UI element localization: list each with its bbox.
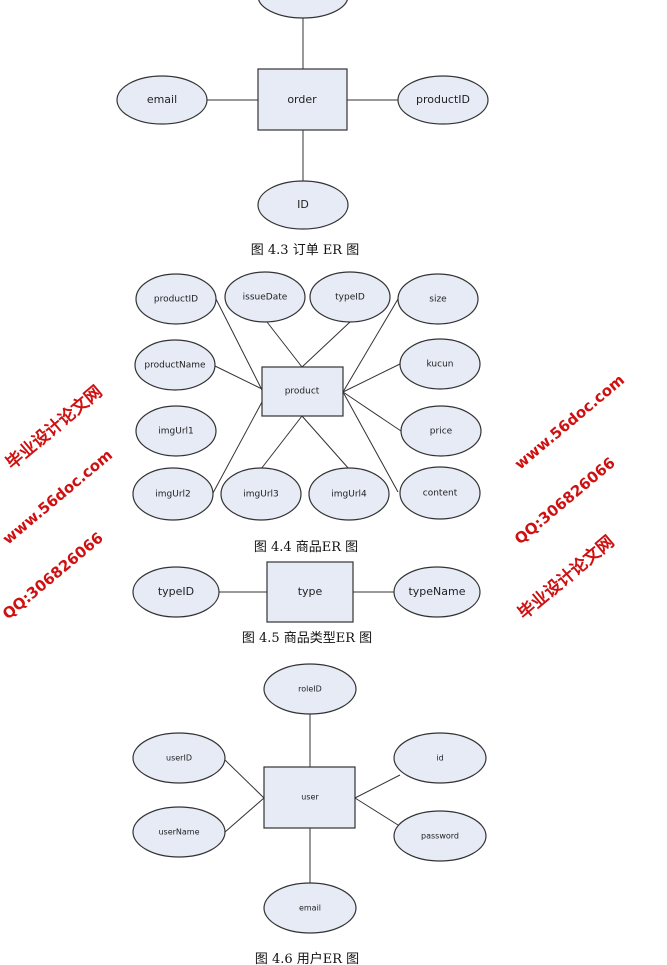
order-er-diagram: order email productID ID 图 4.3 订单 ER 图: [116, 0, 489, 258]
attribute-ellipse: [393, 566, 481, 618]
attribute-label: userName: [158, 828, 199, 837]
attribute-ellipse: [132, 806, 226, 858]
attribute-label: imgUrl3: [243, 490, 279, 500]
attribute-ellipse: [309, 271, 391, 323]
watermark-name: 毕业设计论文网: [514, 531, 619, 624]
attribute-ellipse: [132, 566, 220, 618]
watermark-left: 毕业设计论文网 www.56doc.com QQ:306826066: [0, 381, 116, 623]
type-er-diagram: type typeID typeName 图 4.5 商品类型ER 图: [132, 561, 481, 646]
caption: 图 4.5 商品类型ER 图: [242, 631, 372, 646]
entity-label: type: [298, 585, 323, 598]
attribute-label: id: [436, 754, 443, 763]
attribute-label: imgUrl4: [331, 490, 367, 500]
entity-label: product: [285, 387, 320, 397]
attribute-ellipse: [135, 405, 217, 457]
attribute-ellipse: [132, 732, 226, 784]
attribute-label: email: [299, 904, 321, 913]
attribute-ellipse: [397, 273, 479, 325]
entity-user: [263, 766, 356, 829]
entity-type: [266, 561, 354, 623]
attribute-label: roleID: [298, 685, 322, 694]
attribute-label: imgUrl2: [155, 490, 191, 500]
watermark-right: www.56doc.com QQ:306826066 毕业设计论文网: [511, 371, 628, 624]
attribute-label: size: [429, 295, 447, 305]
attribute-productID: [397, 75, 489, 125]
attribute-label: password: [421, 832, 459, 841]
attribute-label: userID: [166, 754, 192, 763]
attribute-ellipse: [399, 466, 481, 520]
attribute-ellipse: [134, 339, 216, 391]
product-er-diagram: product productID issueDate typeID size …: [132, 271, 482, 555]
attribute-ellipse: [399, 338, 481, 390]
attribute-label: productName: [144, 361, 206, 371]
attribute-ellipse: [220, 467, 302, 521]
attribute-ellipse: [393, 732, 487, 784]
attribute-ellipse: [132, 467, 214, 521]
attribute-email: [116, 75, 208, 125]
attribute-label: imgUrl1: [158, 427, 194, 437]
attribute-label: ID: [297, 198, 309, 211]
attribute-label: productID: [416, 93, 470, 106]
attribute-label: email: [147, 93, 177, 106]
attribute-label: content: [423, 489, 458, 499]
attribute-label: typeName: [408, 585, 465, 598]
caption: 图 4.6 用户ER 图: [255, 951, 359, 965]
attribute-ellipse: [263, 882, 357, 934]
entity-label: user: [301, 793, 319, 802]
entity-order: [257, 68, 348, 131]
attribute-ellipse: [308, 467, 390, 521]
caption: 图 4.4 商品ER 图: [254, 540, 358, 555]
attribute-ellipse: [263, 663, 357, 715]
attribute-label: typeID: [335, 293, 365, 303]
attribute-ellipse: [400, 405, 482, 457]
attribute-label: productID: [154, 295, 198, 305]
attribute-ID: [257, 180, 349, 230]
attribute-ellipse: [393, 810, 487, 862]
entity-label: order: [287, 93, 317, 106]
attribute-label: kucun: [427, 360, 454, 370]
entity-product: [261, 366, 344, 417]
user-er-diagram: user roleID userID id userName password …: [132, 663, 487, 965]
attribute-label: issueDate: [243, 293, 288, 303]
attribute-ellipse: [224, 271, 306, 323]
attribute-ellipse-top: [258, 0, 348, 19]
caption: 图 4.3 订单 ER 图: [251, 243, 359, 258]
attribute-label: typeID: [158, 585, 194, 598]
attribute-ellipse: [135, 273, 217, 325]
attribute-label: price: [430, 427, 453, 437]
